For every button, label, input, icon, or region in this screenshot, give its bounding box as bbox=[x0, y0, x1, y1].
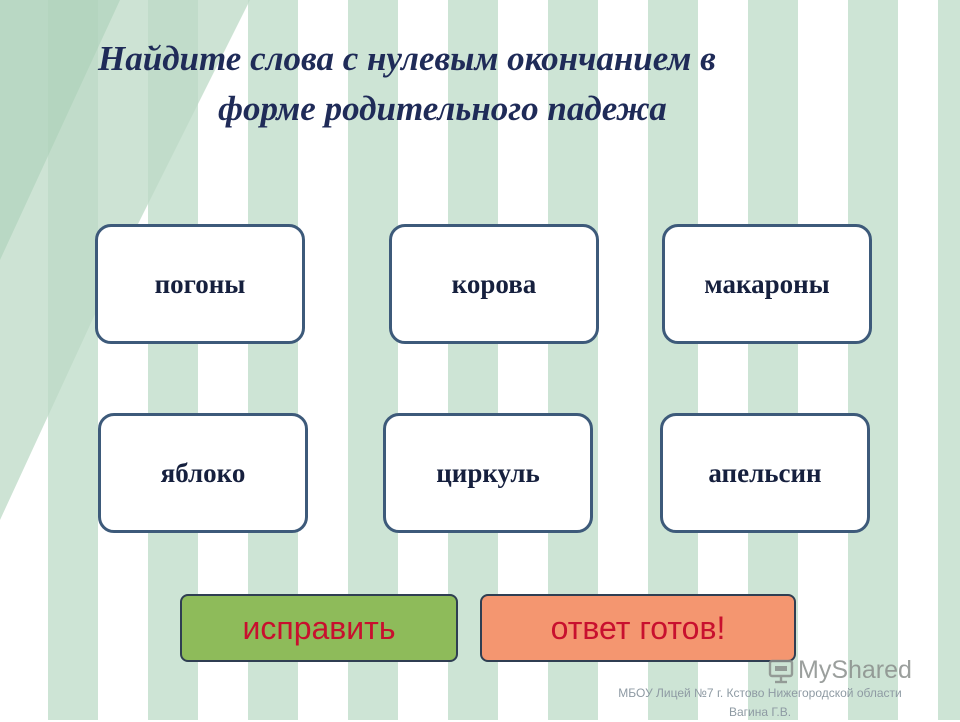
background-stripe bbox=[848, 0, 898, 720]
fix-button[interactable]: исправить bbox=[180, 594, 458, 662]
title-line-1: Найдите слова с нулевым окончанием в bbox=[98, 39, 716, 78]
word-card-korova[interactable]: корова bbox=[389, 224, 599, 344]
word-card-pogony[interactable]: погоны bbox=[95, 224, 305, 344]
word-card-yabloko[interactable]: яблоко bbox=[98, 413, 308, 533]
background-stripe bbox=[938, 0, 960, 720]
slide-title: Найдите слова с нулевым окончанием в фор… bbox=[0, 34, 960, 134]
word-card-tsirkul[interactable]: циркуль bbox=[383, 413, 593, 533]
presentation-board-icon bbox=[768, 659, 794, 683]
title-line-2: форме родительного падежа bbox=[218, 89, 667, 128]
footer-school: МБОУ Лицей №7 г. Кстово Нижегородской об… bbox=[618, 686, 902, 700]
answer-ready-button[interactable]: ответ готов! bbox=[480, 594, 796, 662]
word-card-apelsin[interactable]: апельсин bbox=[660, 413, 870, 533]
footer-credit: МБОУ Лицей №7 г. Кстово Нижегородской об… bbox=[560, 684, 960, 722]
decor-triangle bbox=[0, 0, 120, 260]
watermark-text: MyShared bbox=[798, 656, 912, 684]
word-card-makarony[interactable]: макароны bbox=[662, 224, 872, 344]
footer-author: Вагина Г.В. bbox=[728, 705, 792, 719]
decor-triangle bbox=[0, 0, 250, 520]
myshared-watermark: MyShared bbox=[768, 656, 912, 685]
